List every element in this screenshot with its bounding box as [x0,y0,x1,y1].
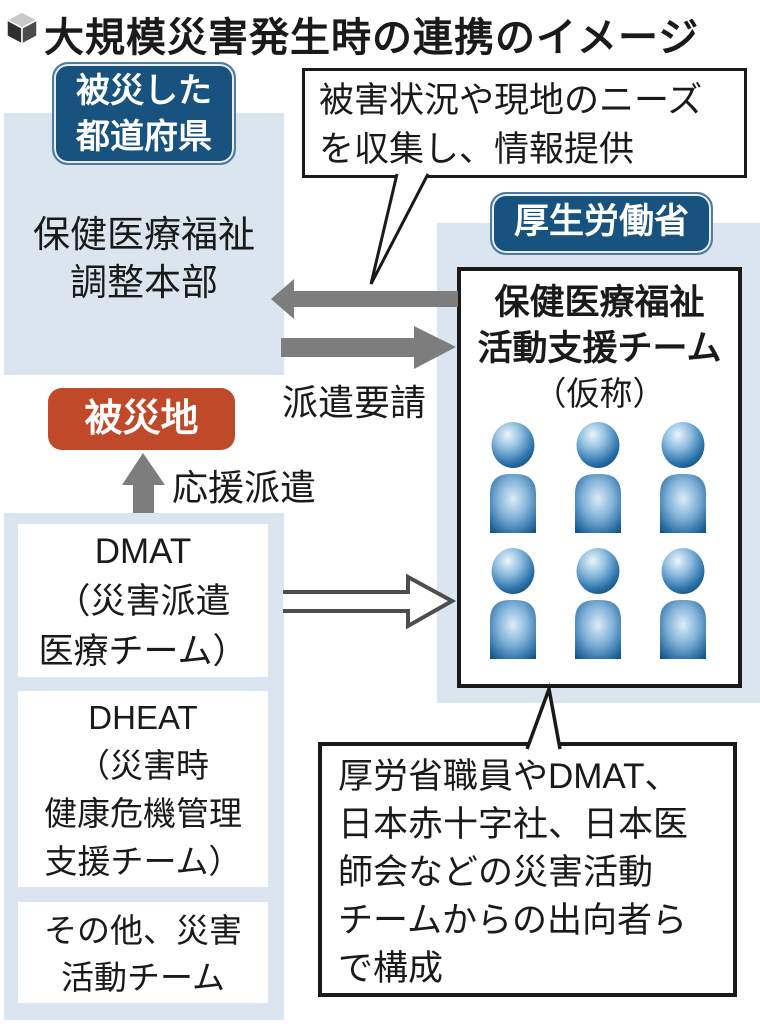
support-team-box: 保健医療福祉 活動支援チーム （仮称） [457,267,742,688]
composition-line3: 師会などの災害活動 [338,853,654,892]
composition-line4: チームからの出向者ら [338,901,687,940]
staff-flow-arrow [283,573,457,630]
composition-line1: 厚労省職員やDMAT、 [338,757,680,796]
dispatch-request-label: 派遣要請 [282,382,427,423]
support-team-line1: 保健医療福祉 [494,283,705,322]
support-dispatch-arrow [122,453,165,513]
composition-bubble: 厚労省職員やDMAT、 日本赤十字社、日本医 師会などの災害活動 チームからの出… [318,742,737,997]
support-team-line2: 活動支援チーム [477,329,722,368]
info-bubble-line1: 被害状況や現地のニーズ [319,81,703,120]
prefecture-box-line2: 調整本部 [70,262,218,303]
other-teams-box: その他、災害 活動チーム [18,902,268,1003]
dheat-line3: 健康危機管理 [44,795,242,832]
prefecture-badge-line1: 被災した [76,72,212,110]
dheat-line2: （災害時 [77,747,209,784]
dmat-box: DMAT （災害派遣 医療チーム） [18,524,268,677]
dmat-line3: 医療チーム） [38,632,248,671]
dmat-line2: （災害派遣 [55,582,231,621]
prefecture-box-line1: 保健医療福祉 [33,214,255,255]
cube-icon [5,11,39,46]
prefecture-badge: 被災した 都道府県 [52,62,236,165]
dheat-box: DHEAT （災害時 健康危機管理 支援チーム） [18,691,268,887]
info-provide-arrow [271,279,458,319]
info-bubble: 被害状況や現地のニーズ を収集し、情報提供 [302,68,747,178]
info-bubble-line2: を収集し、情報提供 [319,130,635,169]
support-team-line3: （仮称） [533,375,666,412]
composition-line2: 日本赤十字社、日本医 [338,805,689,844]
info-bubble-tail [369,173,430,285]
other-teams-line1: その他、災害 [44,912,242,949]
dmat-line1: DMAT [94,532,192,571]
dispatch-request-arrow [281,326,456,369]
other-teams-line2: 活動チーム [60,959,225,996]
disaster-area-badge: 被災地 [48,388,235,450]
mhlw-badge: 厚生労働省 [490,192,713,255]
dheat-line1: DHEAT [88,699,198,736]
dheat-line4: 支援チーム） [44,843,242,880]
page-title: 大規模災害発生時の連携のイメージ [44,16,700,60]
composition-line5: で構成 [338,949,444,988]
prefecture-badge-line2: 都道府県 [76,118,212,156]
support-dispatch-label: 応援派遣 [172,467,317,508]
